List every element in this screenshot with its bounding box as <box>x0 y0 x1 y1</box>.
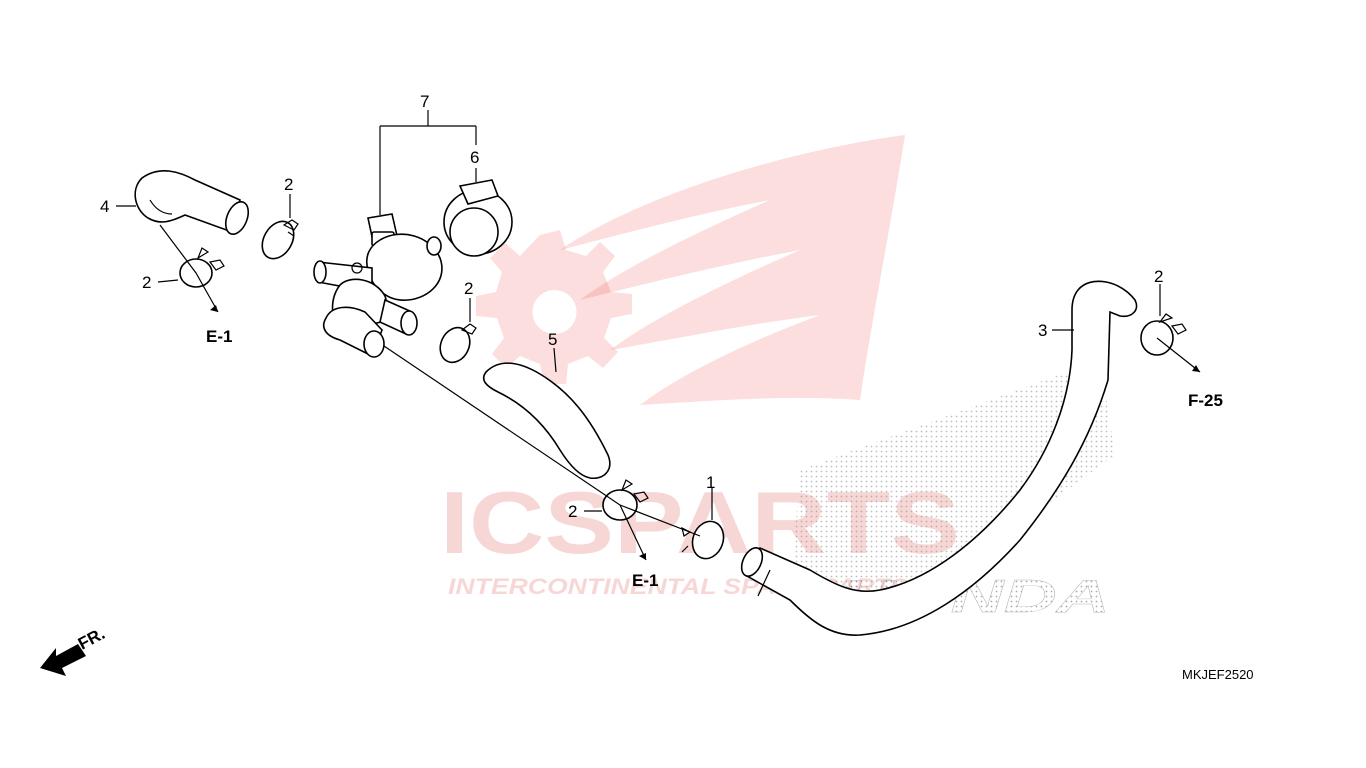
callout-5: 5 <box>548 330 557 349</box>
callout-2-mid: 2 <box>464 279 473 298</box>
ref-e1-bottom[interactable]: E-1 <box>632 571 658 590</box>
part-5-hose[interactable] <box>482 362 611 480</box>
callout-6: 6 <box>470 148 479 167</box>
callout-7: 7 <box>420 92 429 111</box>
callout-2-right: 2 <box>1154 267 1163 286</box>
arrow-heads <box>210 305 1200 560</box>
ref-e1-left[interactable]: E-1 <box>206 327 232 346</box>
clamp-2-mid[interactable] <box>435 323 477 367</box>
leader-lines <box>116 110 1201 561</box>
part-3-pipe[interactable] <box>738 280 1138 636</box>
part-6-bracket[interactable] <box>443 179 513 257</box>
callout-3: 3 <box>1038 321 1047 340</box>
clamp-2-upper[interactable] <box>256 216 300 265</box>
drawing-code: MKJEF2520 <box>1182 667 1254 682</box>
watermark-wing-logo <box>476 135 905 405</box>
clamp-2-left[interactable] <box>179 247 225 288</box>
part-7-valve-assembly[interactable] <box>313 213 443 358</box>
clamp-2-right[interactable] <box>1140 313 1187 356</box>
ref-f25[interactable]: F-25 <box>1188 391 1223 410</box>
callout-2-upper: 2 <box>284 175 293 194</box>
watermark-dot-area <box>790 360 1115 610</box>
callout-2-left: 2 <box>142 273 151 292</box>
front-direction-arrow <box>40 644 86 676</box>
callout-1: 1 <box>706 473 715 492</box>
part-4-hose[interactable] <box>134 170 252 238</box>
callout-4: 4 <box>100 197 109 216</box>
callout-2-bottom: 2 <box>568 502 577 521</box>
